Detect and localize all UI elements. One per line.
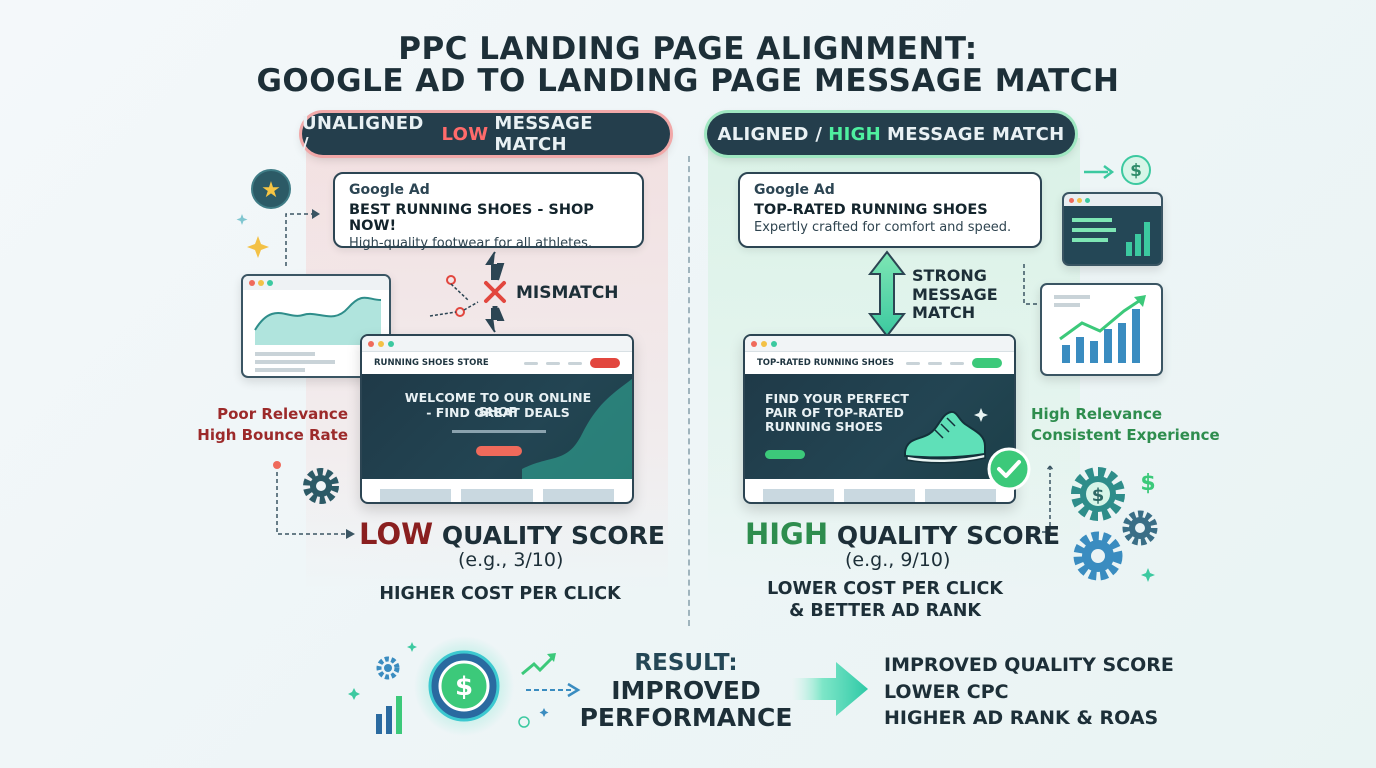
hero-cta-button xyxy=(476,446,522,456)
ad-label: Google Ad xyxy=(754,182,835,198)
landing-hero: WELCOME TO OUR ONLINE SHOP - FIND GREAT … xyxy=(362,374,632,479)
hero-line1: FIND YOUR PERFECT xyxy=(765,391,909,406)
ad-description: Expertly crafted for comfort and speed. xyxy=(754,220,1012,235)
unaligned-landing-page: RUNNING SHOES STORE WELCOME TO OUR ONLIN… xyxy=(360,334,634,504)
high-score-example: (e.g., 9/10) xyxy=(845,549,951,571)
page-title-line1: PPC LANDING PAGE ALIGNMENT: xyxy=(398,31,978,67)
unaligned-notes: Poor Relevance High Bounce Rate xyxy=(190,404,348,446)
hero-divider xyxy=(452,430,546,433)
result-line3: PERFORMANCE xyxy=(579,703,793,732)
strong-match-line3: MATCH xyxy=(912,303,976,322)
unaligned-header-low: LOW xyxy=(441,123,489,145)
outcome-lower-cpc: LOWER CPC xyxy=(884,680,1009,703)
svg-text:$: $ xyxy=(1092,485,1105,506)
hero-cta-button xyxy=(765,450,805,459)
growth-chart-window-icon xyxy=(1040,283,1163,376)
svg-text:$: $ xyxy=(1130,161,1142,181)
column-divider xyxy=(688,156,690,626)
store-name: RUNNING SHOES STORE xyxy=(374,358,489,368)
strong-match-line2: MESSAGE xyxy=(912,284,998,304)
aligned-google-ad-card: Google Ad TOP-RATED RUNNING SHOES Expert… xyxy=(738,172,1042,248)
unaligned-header-prefix: UNALIGNED / xyxy=(302,113,424,155)
lower-cost-text: LOWER COST PER CLICK & BETTER AD RANK xyxy=(730,578,1040,622)
ad-label: Google Ad xyxy=(349,182,430,198)
hero-line1: WELCOME TO OUR ONLINE SHOP xyxy=(404,390,592,419)
ad-description: High-quality footwear for all athletes. xyxy=(349,236,593,251)
running-shoe-icon xyxy=(904,408,988,464)
aligned-header-suffix: MESSAGE MATCH xyxy=(887,123,1065,145)
browser-bar xyxy=(745,336,1014,352)
gears-dollar-icon: $ $ xyxy=(1038,465,1158,582)
hero-graph-decoration xyxy=(522,379,632,479)
aligned-landing-page: TOP-RATED RUNNING SHOES FIND YOUR PERFEC… xyxy=(743,334,1016,504)
landing-footer-blocks xyxy=(745,479,1014,502)
high-score-word: HIGH xyxy=(745,517,829,551)
landing-hero: FIND YOUR PERFECT PAIR OF TOP-RATED RUNN… xyxy=(745,374,1014,479)
aligned-header-prefix: ALIGNED / xyxy=(717,123,823,145)
check-badge-icon xyxy=(987,447,1031,491)
aligned-notes: High Relevance Consistent Experience xyxy=(1031,404,1220,446)
gear-icon xyxy=(273,461,355,539)
landing-footer-blocks xyxy=(362,479,632,502)
dashboard-bars-icon xyxy=(1072,218,1150,256)
ad-headline: BEST RUNNING SHOES - SHOP NOW! xyxy=(349,202,594,234)
outcome-improved-quality: IMPROVED QUALITY SCORE xyxy=(884,654,1174,676)
result-line2: IMPROVED xyxy=(611,676,761,705)
low-quality-score: LOW QUALITY SCORE xyxy=(359,517,665,551)
result-arrow-icon xyxy=(792,662,868,716)
svg-text:$: $ xyxy=(455,672,473,702)
svg-text:$: $ xyxy=(1140,471,1155,496)
nav-cta-button xyxy=(590,358,620,368)
mismatch-label: MISMATCH xyxy=(516,283,619,303)
analytics-chart-icon xyxy=(254,296,382,372)
lower-cost-line1: LOWER COST PER CLICK xyxy=(767,579,1003,599)
svg-text:★: ★ xyxy=(261,178,281,203)
lower-cost-line2: & BETTER AD RANK xyxy=(789,601,981,621)
browser-bar xyxy=(362,336,632,352)
low-score-word: LOW xyxy=(359,517,434,551)
page-title-line2: GOOGLE AD TO LANDING PAGE MESSAGE MATCH xyxy=(256,63,1120,99)
money-growth-icon: $ xyxy=(348,636,581,736)
landing-nav: TOP-RATED RUNNING SHOES xyxy=(745,352,1014,374)
hero-line2: PAIR OF TOP-RATED xyxy=(765,405,904,420)
strong-match-line1: STRONG xyxy=(912,266,987,285)
outcome-higher-ad-rank: HIGHER AD RANK & ROAS xyxy=(884,707,1159,729)
mismatch-arrow-icon xyxy=(429,251,506,333)
strong-match-label: STRONG MESSAGE MATCH xyxy=(912,266,998,323)
star-badge-icon: ★ xyxy=(236,169,320,266)
unaligned-header-suffix: MESSAGE MATCH xyxy=(494,113,593,155)
result-outcomes: IMPROVED QUALITY SCORE LOWER CPC HIGHER … xyxy=(884,652,1174,732)
higher-cost-text: HIGHER COST PER CLICK xyxy=(379,584,621,604)
high-relevance-note: High Relevance xyxy=(1031,405,1163,423)
quality-score-label: QUALITY SCORE xyxy=(836,521,1061,550)
dollar-arrow-icon: $ xyxy=(1084,155,1151,185)
ad-headline: TOP-RATED RUNNING SHOES xyxy=(754,202,988,218)
low-score-example: (e.g., 3/10) xyxy=(458,549,564,571)
unaligned-google-ad-card: Google Ad BEST RUNNING SHOES - SHOP NOW!… xyxy=(333,172,644,251)
high-quality-score: HIGH QUALITY SCORE xyxy=(745,517,1060,551)
nav-cta-button xyxy=(972,358,1002,368)
unaligned-header: UNALIGNED / LOW MESSAGE MATCH xyxy=(302,113,670,155)
hero-line2: - FIND GREAT DEALS xyxy=(426,405,570,420)
aligned-header-high: HIGH xyxy=(828,123,882,145)
hero-line3: RUNNING SHOES xyxy=(765,419,884,434)
consistent-experience-note: Consistent Experience xyxy=(1031,426,1220,444)
store-name: TOP-RATED RUNNING SHOES xyxy=(757,358,894,368)
growth-chart-icon xyxy=(1054,295,1146,363)
dashboard-window-icon xyxy=(1062,192,1163,266)
landing-nav: RUNNING SHOES STORE xyxy=(362,352,632,374)
aligned-header: ALIGNED / HIGH MESSAGE MATCH xyxy=(707,113,1075,155)
high-bounce-note: High Bounce Rate xyxy=(197,426,348,444)
poor-relevance-note: Poor Relevance xyxy=(217,405,348,423)
result-line1: RESULT: xyxy=(634,650,738,676)
quality-score-label: QUALITY SCORE xyxy=(441,521,665,550)
strong-match-arrow-icon xyxy=(867,250,907,338)
result-heading: RESULT: IMPROVED PERFORMANCE xyxy=(578,650,794,731)
